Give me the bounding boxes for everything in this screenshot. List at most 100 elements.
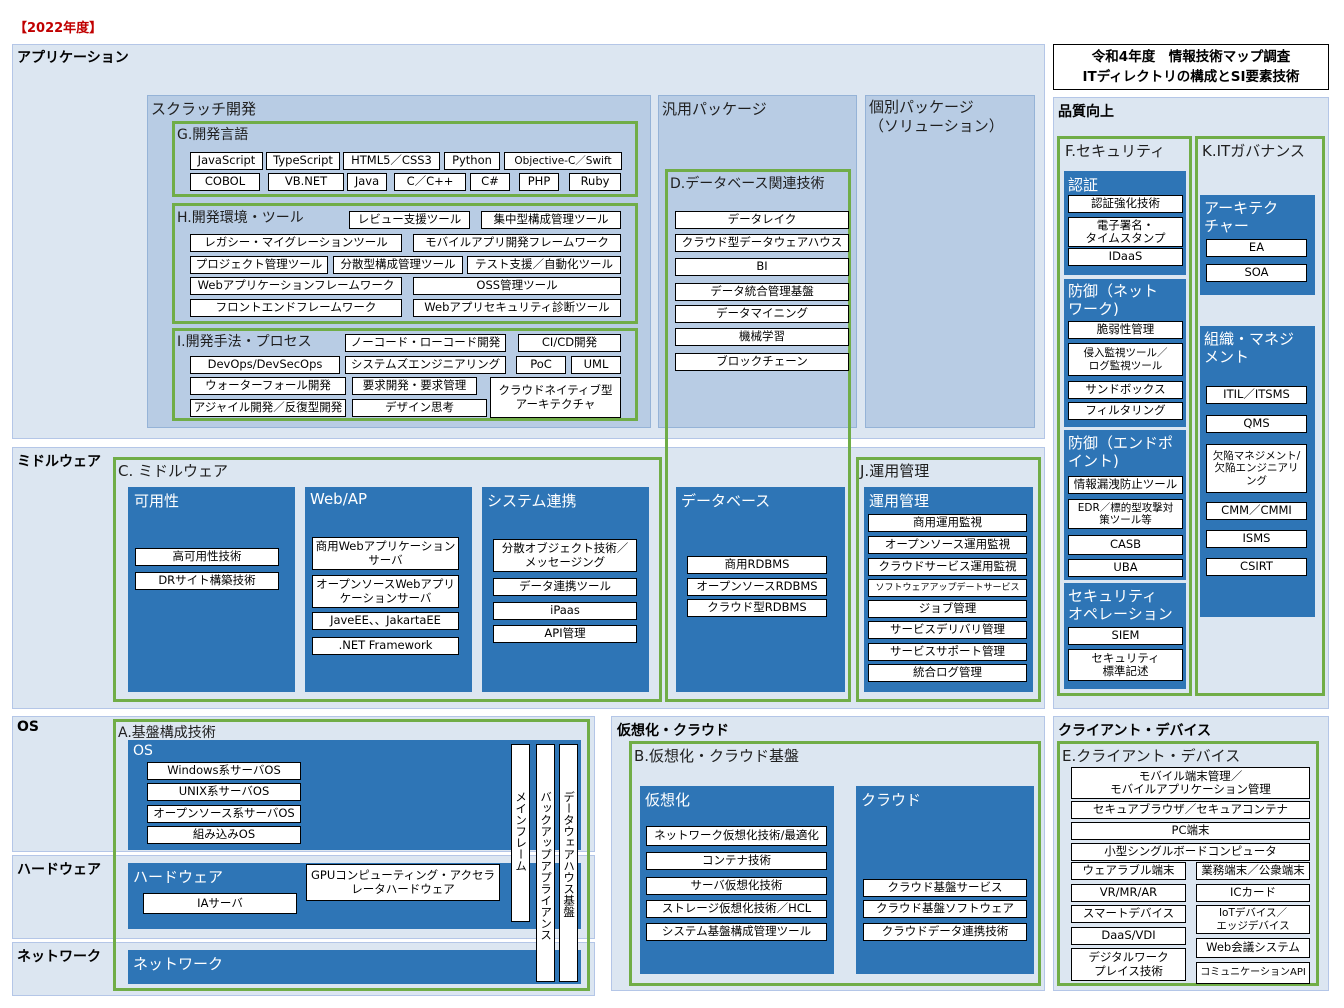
group-a-infrastructure xyxy=(113,719,590,991)
panel-cloud-label: クラウド xyxy=(861,791,922,809)
g-items-box: JavaScript xyxy=(190,152,263,170)
i-items-box: DevOps/DevSecOps xyxy=(190,356,340,374)
g-items-box: Ruby xyxy=(569,173,621,191)
b-virt-items-box: サーバ仮想化技術 xyxy=(646,877,827,895)
h-items-box: 集中型構成管理ツール xyxy=(481,211,621,229)
panel-network-label: ネットワーク xyxy=(133,955,224,973)
a-os-items-box: UNIX系サーバOS xyxy=(147,783,301,801)
panel-database-label: データベース xyxy=(681,492,771,510)
g-items-box: Objective-C／Swift xyxy=(504,152,622,170)
f-epdef-items-box: CASB xyxy=(1068,535,1183,555)
g-items-box: Python xyxy=(444,152,500,170)
group-b-title: B.仮想化・クラウド基盤 xyxy=(634,747,800,765)
k-arch-items-box: EA xyxy=(1206,239,1307,257)
k-org-items-box: CMM／CMMI xyxy=(1206,502,1307,520)
f-epdef-items-box: 情報漏洩防止ツール xyxy=(1068,476,1183,494)
group-g-title: G.開発言語 xyxy=(177,127,249,143)
e-items-box: スマートデバイス xyxy=(1071,905,1186,923)
a-vertical-box: メインフレーム xyxy=(511,744,530,922)
panel-hardware-label: ハードウェア xyxy=(133,868,224,886)
g-items-box: C／C++ xyxy=(394,173,466,191)
e-items-box: Web会議システム xyxy=(1196,938,1310,958)
i-items-box: ウォーターフォール開発 xyxy=(190,377,346,395)
h-items-box: モバイルアプリ開発フレームワーク xyxy=(413,234,621,252)
group-h-title: H.開発環境・ツール xyxy=(177,210,304,226)
scratch-label: スクラッチ開発 xyxy=(151,100,257,118)
i-items-box: CI/CD開発 xyxy=(518,334,621,352)
b-virt-items-box: ネットワーク仮想化技術/最適化 xyxy=(646,826,827,846)
h-items-box: OSS管理ツール xyxy=(413,277,621,295)
panel-auth-label: 認証 xyxy=(1068,176,1099,194)
title-line-2: ITディレクトリの構成とSI要素技術 xyxy=(1082,69,1300,85)
b-virt-items-box: システム基盤構成管理ツール xyxy=(646,923,827,941)
panel-security-operations-label: セキュリティ オペレーション xyxy=(1068,587,1173,623)
f-netdef-items-box: 脆弱性管理 xyxy=(1068,321,1183,339)
region-virtual-cloud-label: 仮想化・クラウド xyxy=(617,723,729,739)
b-cloud-items-box: クラウド基盤サービス xyxy=(863,879,1027,897)
i-items-box: PoC xyxy=(516,356,566,374)
b-virt-items-box: コンテナ技術 xyxy=(646,852,827,870)
i-items-box: ノーコード・ローコード開発 xyxy=(345,334,506,352)
d-items-box: 機械学習 xyxy=(675,328,849,346)
c-database-items-box: オープンソースRDBMS xyxy=(687,578,827,596)
g-items-box: HTML5／CSS3 xyxy=(343,152,440,170)
b-cloud-items-box: クラウドデータ連携技術 xyxy=(863,923,1027,941)
c-webap-items-box: .NET Framework xyxy=(312,637,459,655)
a-hw-items-box: GPUコンピューティング・アクセラ レータハードウェア xyxy=(306,864,500,901)
f-auth-items-box: 電子署名・ タイムスタンプ xyxy=(1068,217,1183,247)
g-items-box: COBOL xyxy=(190,173,260,191)
k-org-items-box: ITIL／ITSMS xyxy=(1206,386,1307,404)
j-items-box: サービスサポート管理 xyxy=(868,643,1027,661)
h-items-box: レビュー支援ツール xyxy=(349,211,470,229)
group-c-title: C. ミドルウェア xyxy=(118,462,229,480)
panel-network-defense-label: 防御（ネット ワーク) xyxy=(1068,282,1159,318)
title-line-1: 令和4年度 情報技術マップ調査 xyxy=(1091,49,1291,65)
group-h-tools xyxy=(172,203,638,324)
group-d-database xyxy=(665,169,851,702)
c-sysint-items-box: 分散オブジェクト技術／ メッセージング xyxy=(493,539,637,572)
f-netdef-items-box: 侵入監視ツール／ ログ監視ツール xyxy=(1068,343,1183,376)
f-epdef-items-box: EDR／標的型攻撃対 策ツール等 xyxy=(1068,499,1183,529)
d-items-box: データ統合管理基盤 xyxy=(675,283,849,301)
group-j-title: J.運用管理 xyxy=(860,462,930,480)
h-items-box: レガシー・マイグレーションツール xyxy=(190,234,402,252)
e-items-box: ウェアラブル端末 xyxy=(1071,862,1186,880)
h-items-box: テスト支援／自動化ツール xyxy=(467,256,621,274)
group-i-methods xyxy=(172,328,638,421)
h-items-box: Webアプリケーションフレームワーク xyxy=(190,277,402,295)
i-items-box: 要求開発・要求管理 xyxy=(352,377,477,395)
f-netdef-items-box: フィルタリング xyxy=(1068,402,1183,420)
c-webap-items-box: オープンソースWebアプリ ケーションサーバ xyxy=(312,575,459,608)
g-items-box: VB.NET xyxy=(268,173,344,191)
group-f-title: F.セキュリティ xyxy=(1065,142,1166,160)
i-items-box: システムズエンジニアリング xyxy=(345,356,506,374)
title-box: 令和4年度 情報技術マップ調査 ITディレクトリの構成とSI要素技術 xyxy=(1053,44,1329,90)
region-middleware-label: ミドルウェア xyxy=(17,454,101,470)
d-items-box: BI xyxy=(675,258,849,276)
group-c-middleware xyxy=(113,457,662,702)
h-items-box: フロントエンドフレームワーク xyxy=(190,299,402,317)
h-items-box: Webアプリセキュリティ診断ツール xyxy=(413,299,621,317)
year-label: 【2022年度】 xyxy=(14,21,103,36)
c-sysint-items-box: データ連携ツール xyxy=(493,578,637,596)
e-items-box: 業務端末／公衆端末 xyxy=(1196,862,1310,880)
e-items-box: モバイル端末管理／ モバイルアプリケーション管理 xyxy=(1071,767,1310,799)
individual-package-label: 個別パッケージ （ソリューション） xyxy=(869,98,1004,135)
panel-network xyxy=(128,950,581,984)
group-k-governance xyxy=(1195,136,1325,696)
c-sysint-items-box: API管理 xyxy=(493,625,637,643)
h-items-box: プロジェクト管理ツール xyxy=(190,256,328,274)
e-items-box: DaaS/VDI xyxy=(1071,927,1186,945)
i-items-box: クラウドネイティブ型 アーキテクチャ xyxy=(490,377,621,418)
region-quality-label: 品質向上 xyxy=(1058,104,1114,120)
e-items-box: デジタルワーク プレイス技術 xyxy=(1071,948,1186,981)
region-hardware-label: ハードウェア xyxy=(17,862,101,878)
f-auth-items-box: IDaaS xyxy=(1068,248,1183,266)
d-items-box: クラウド型データウェアハウス xyxy=(675,234,849,252)
c-availability-items-box: 高可用性技術 xyxy=(135,548,279,566)
i-items-box: UML xyxy=(571,356,621,374)
a-os-items-box: オープンソース系サーバOS xyxy=(147,805,301,823)
e-items-box: PC端末 xyxy=(1071,822,1310,840)
panel-availability-label: 可用性 xyxy=(134,492,180,510)
b-cloud-items-box: クラウド基盤ソフトウェア xyxy=(863,900,1027,918)
